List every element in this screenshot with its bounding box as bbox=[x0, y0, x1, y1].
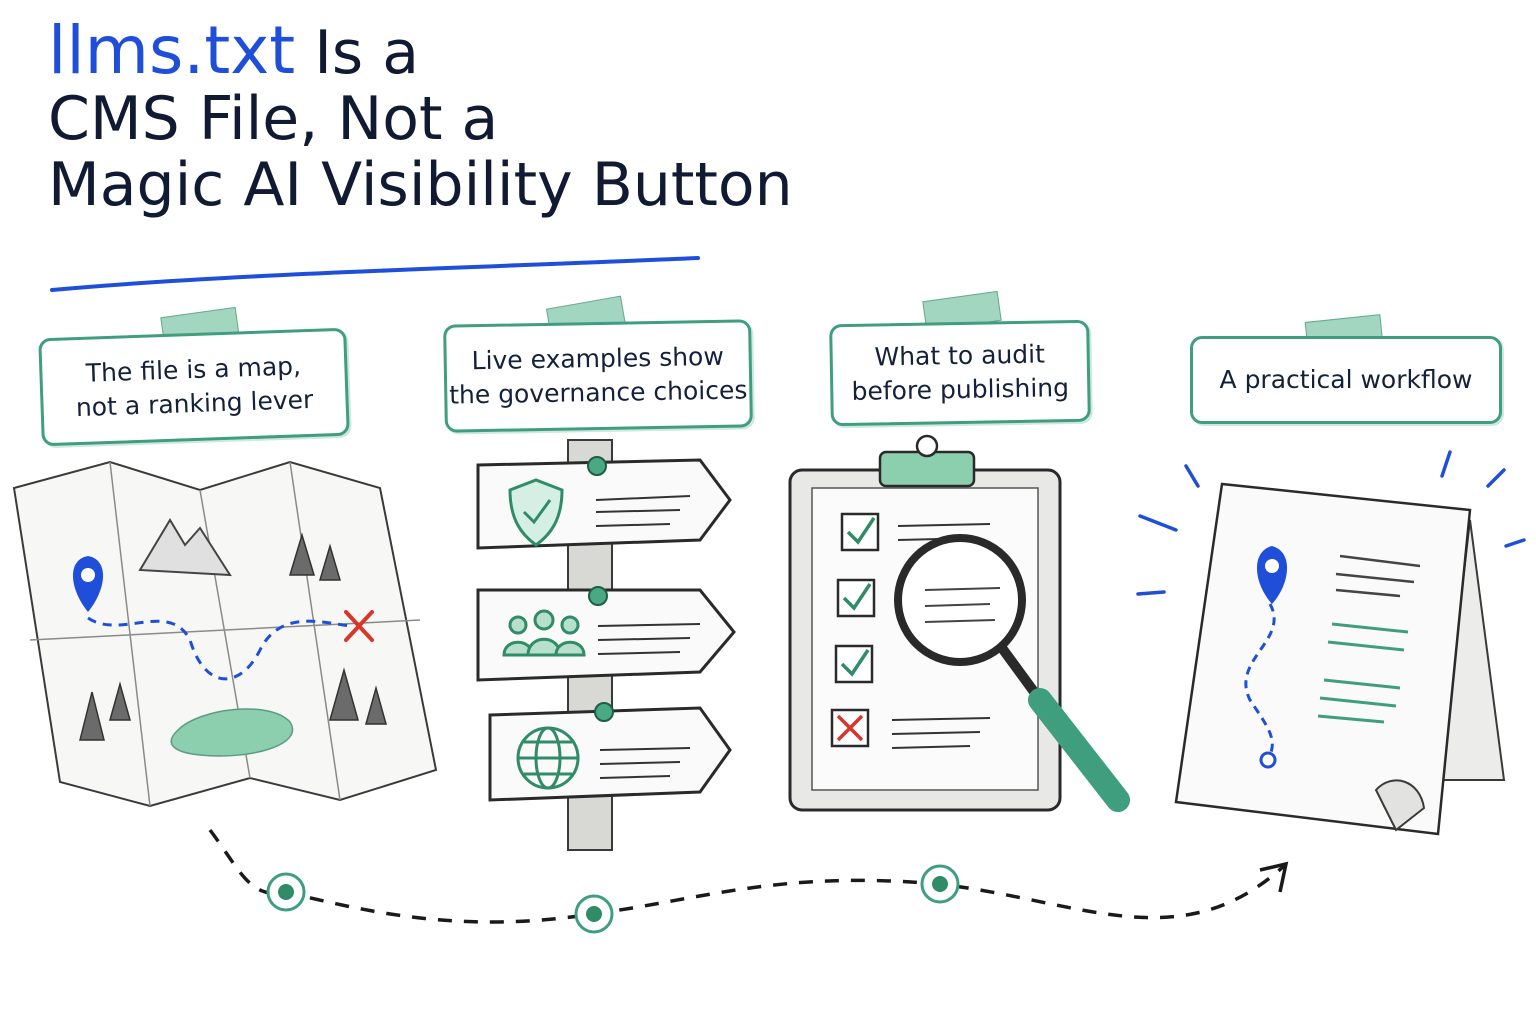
people-icon bbox=[502, 609, 586, 657]
progress-node bbox=[266, 872, 306, 912]
title-highlight: llms.txt bbox=[48, 12, 296, 89]
magnifier-icon bbox=[894, 534, 1130, 812]
arrow-icon bbox=[1259, 861, 1289, 893]
map-pin-icon bbox=[72, 556, 104, 612]
tent-document bbox=[1136, 450, 1526, 836]
globe-icon bbox=[516, 726, 580, 790]
shield-check-icon bbox=[508, 478, 564, 547]
x-mark-icon bbox=[344, 610, 374, 642]
title-rest: Is a CMS File, Not a Magic AI Visibility… bbox=[48, 18, 793, 220]
title-underline bbox=[50, 256, 700, 292]
clipboard bbox=[788, 434, 1130, 812]
progress-node bbox=[920, 864, 960, 904]
checkbox-x-icon bbox=[830, 708, 870, 748]
page-title: llms.txt Is a CMS File, Not a Magic AI V… bbox=[48, 18, 793, 220]
progress-path bbox=[208, 828, 1289, 934]
signpost bbox=[476, 439, 736, 851]
card-workflow: A practical workflow bbox=[1190, 336, 1502, 424]
map-pin-icon bbox=[1256, 546, 1288, 604]
folded-map bbox=[12, 460, 438, 808]
card-workflow-label: A practical workflow bbox=[1219, 365, 1473, 394]
progress-node bbox=[574, 894, 614, 934]
